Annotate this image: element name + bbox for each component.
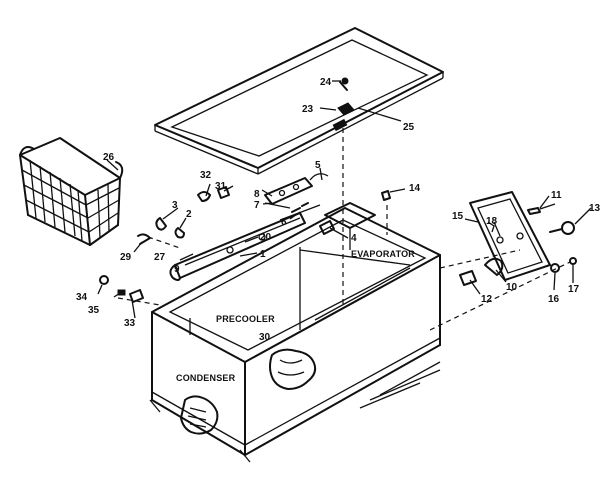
part-number-33: 33 — [124, 318, 136, 329]
label-precooler: PRECOOLER — [216, 314, 275, 324]
part-number-5: 5 — [315, 160, 321, 171]
part-number-16: 16 — [548, 294, 560, 305]
lid — [154, 27, 444, 175]
part-number-35: 35 — [88, 305, 100, 316]
assembly-lines — [117, 128, 571, 331]
part-numbers: 24 23 25 26 5 32 31 8 14 11 13 3 7 15 18… — [76, 77, 601, 343]
part-number-24: 24 — [320, 77, 332, 88]
part-number-26: 26 — [103, 152, 115, 163]
part-number-9: 9 — [174, 264, 180, 275]
cabinet — [149, 202, 441, 463]
small-parts-top — [291, 190, 391, 235]
part-number-23: 23 — [302, 104, 314, 115]
wire-basket — [19, 137, 124, 246]
part-number-4: 4 — [351, 233, 357, 244]
small-parts-front — [99, 275, 144, 303]
part-number-34: 34 — [76, 292, 88, 303]
control-bracket — [169, 212, 306, 281]
part-number-1: 1 — [260, 249, 266, 260]
part-number-2: 2 — [186, 209, 192, 220]
part-number-29: 29 — [120, 252, 132, 263]
leader-lines — [97, 80, 592, 319]
part-number-32: 32 — [200, 170, 212, 181]
part-number-15: 15 — [452, 211, 464, 222]
part-number-18: 18 — [486, 216, 498, 227]
part-number-17: 17 — [568, 284, 580, 295]
part-number-25: 25 — [403, 122, 415, 133]
part-number-13: 13 — [589, 203, 601, 214]
lid-hinge-parts — [319, 77, 355, 116]
part-number-31: 31 — [215, 181, 227, 192]
component-labels: EVAPORATOR PRECOOLER CONDENSER — [176, 249, 415, 383]
back-plate — [459, 191, 577, 286]
precooler-coil — [269, 348, 317, 390]
part-number-3: 3 — [172, 200, 178, 211]
part-number-6: 6 — [281, 217, 287, 228]
small-parts-left — [137, 217, 185, 245]
part-number-27: 27 — [154, 252, 166, 263]
part-number-20: 20 — [260, 232, 272, 243]
part-number-30: 30 — [259, 332, 271, 343]
part-number-12: 12 — [481, 294, 493, 305]
part-number-11: 11 — [551, 190, 562, 201]
part-number-14: 14 — [409, 183, 421, 194]
label-evaporator: EVAPORATOR — [351, 249, 415, 259]
part-number-10: 10 — [506, 282, 518, 293]
label-condenser: CONDENSER — [176, 373, 236, 383]
part-number-8: 8 — [254, 189, 260, 200]
condenser-coil — [180, 395, 219, 435]
part-number-7: 7 — [254, 200, 260, 211]
